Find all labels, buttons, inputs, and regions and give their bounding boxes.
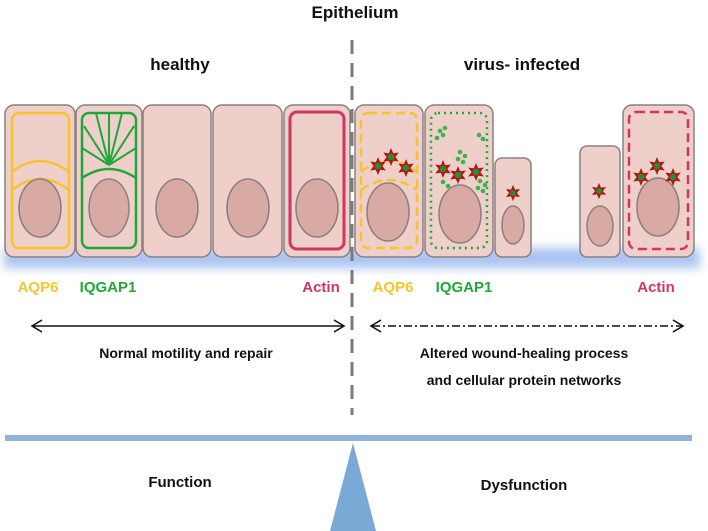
nucleus — [226, 178, 270, 238]
infected-cell-actin — [622, 104, 695, 258]
balance-beam — [5, 435, 692, 441]
section-healthy: healthy — [150, 55, 210, 74]
nucleus — [586, 205, 614, 247]
label-dysfunction: Dysfunction — [481, 477, 568, 494]
nucleus — [155, 178, 199, 238]
infected-cells — [354, 104, 695, 258]
label-healthy-aqp6: AQP6 — [18, 279, 59, 296]
healthy-double-arrow — [30, 319, 346, 333]
balance-fulcrum — [330, 443, 376, 531]
label-infected-actin: Actin — [637, 279, 675, 296]
infected-cell-iqgap1 — [424, 104, 494, 258]
nucleus — [18, 178, 62, 238]
nucleus — [438, 184, 482, 244]
label-healthy-iqgap1: IQGAP1 — [80, 279, 137, 296]
caption-infected-line2: and cellular protein networks — [427, 372, 622, 388]
nucleus — [366, 182, 410, 242]
nucleus — [636, 177, 680, 237]
infected-cell-small-2 — [579, 145, 621, 258]
infected-cell-aqp6 — [354, 104, 424, 258]
infected-cell-small — [494, 157, 532, 258]
label-infected-iqgap1: IQGAP1 — [436, 279, 493, 296]
caption-infected-line1: Altered wound-healing process — [420, 345, 629, 361]
title-epithelium: Epithelium — [312, 3, 399, 22]
healthy-cell-iqgap1 — [75, 104, 143, 258]
nucleus — [88, 178, 130, 238]
healthy-cell-aqp6 — [4, 104, 76, 258]
label-healthy-actin: Actin — [302, 279, 340, 296]
nucleus — [295, 178, 339, 238]
infected-double-arrow — [369, 319, 685, 333]
iqgap1-fragments — [434, 125, 488, 194]
nucleus — [501, 205, 525, 245]
healthy-cells — [4, 104, 351, 258]
healthy-cell-plain-1 — [142, 104, 212, 258]
label-function: Function — [148, 474, 211, 491]
section-virus-infected: virus- infected — [464, 55, 580, 74]
healthy-cell-actin — [283, 104, 351, 258]
caption-healthy: Normal motility and repair — [99, 345, 273, 361]
label-infected-aqp6: AQP6 — [373, 279, 414, 296]
healthy-cell-plain-2 — [212, 104, 283, 258]
